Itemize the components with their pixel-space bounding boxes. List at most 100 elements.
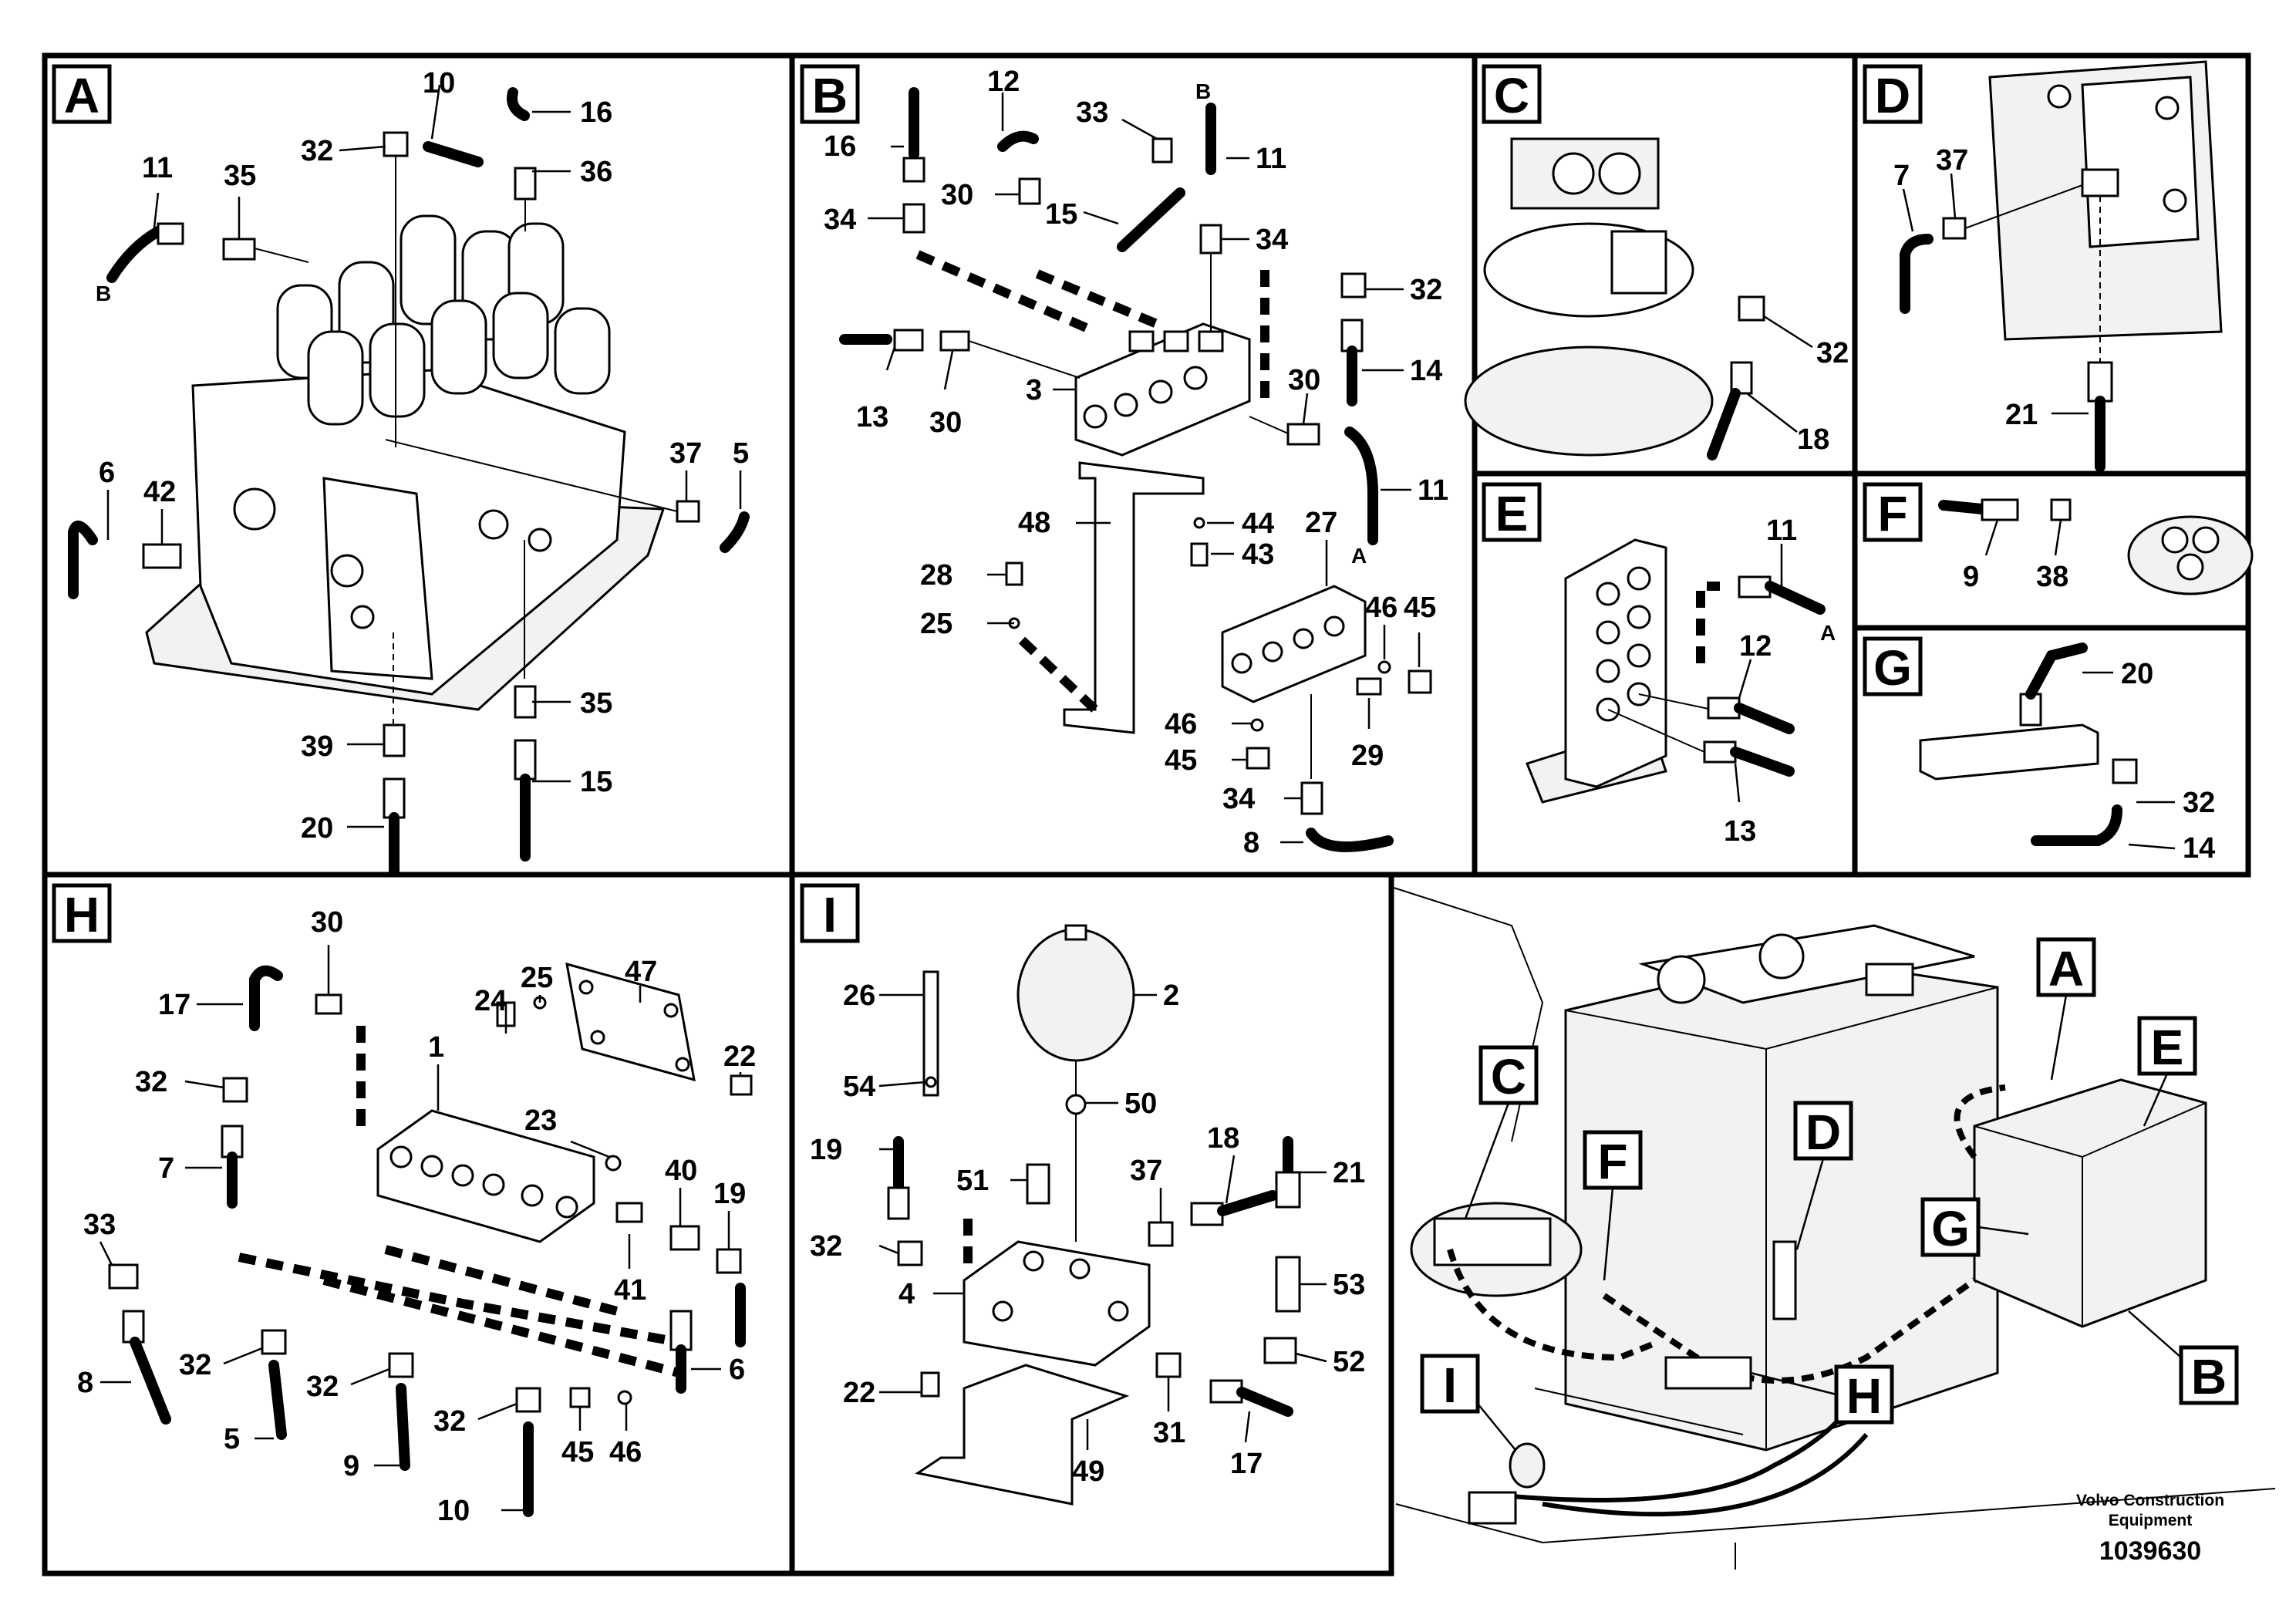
label-i-50: 50 <box>1124 1088 1157 1120</box>
panel-a-letter-box <box>52 64 112 124</box>
manifold-1 <box>376 1109 595 1243</box>
label-a-36: 36 <box>580 156 612 188</box>
hose-16 <box>507 87 530 121</box>
label-f-38: 38 <box>2036 561 2068 593</box>
label-b-34-right: 34 <box>1256 224 1288 256</box>
callout-h: H <box>1846 1368 1882 1424</box>
hose-5-h <box>268 1360 287 1440</box>
panel-d-letter-box <box>1863 64 1923 124</box>
label-h-9: 9 <box>343 1450 359 1482</box>
route-11-e-dashed <box>1696 582 1720 663</box>
label-b-33: 33 <box>1076 96 1108 129</box>
route-h-dashed-1 <box>238 1253 680 1347</box>
label-i-2: 2 <box>1163 980 1179 1012</box>
washer-46-right <box>1377 660 1391 674</box>
label-e-a: A <box>1820 621 1836 645</box>
label-h-33: 33 <box>83 1209 116 1241</box>
label-b-14: 14 <box>1410 355 1442 387</box>
label-h-22: 22 <box>723 1040 756 1073</box>
label-a-11: 11 <box>142 152 173 184</box>
label-b-11-out: 11 <box>1418 474 1448 507</box>
adapter-34-b-top <box>902 203 925 234</box>
label-h-24: 24 <box>474 985 507 1017</box>
swing-gear <box>1464 346 1714 457</box>
fitting-21 <box>2087 361 2113 403</box>
label-a-39: 39 <box>301 730 333 763</box>
plug-45-bottom <box>1246 747 1270 770</box>
label-b-32: 32 <box>1410 274 1442 306</box>
panel-a-letter: A <box>64 68 99 123</box>
label-b-45-bottom: 45 <box>1165 744 1197 777</box>
adapter-35-bottom <box>514 685 537 719</box>
panel-e-letter-box <box>1482 482 1542 542</box>
label-i-22: 22 <box>843 1377 875 1409</box>
elbow-19-h <box>716 1248 742 1274</box>
label-b-30-left: 30 <box>929 406 962 439</box>
callout-h-box <box>1834 1364 1894 1425</box>
bolt-22-i <box>920 1371 940 1398</box>
label-a-15: 15 <box>580 766 612 798</box>
route-16-dashed <box>915 250 1097 336</box>
solenoid-coils <box>276 214 611 426</box>
label-b-44: 44 <box>1242 508 1274 540</box>
panel-f: F 9 38 <box>1863 482 2254 595</box>
panel-h-letter-box <box>52 883 112 943</box>
label-d-7: 7 <box>1893 160 1910 192</box>
panel-i-letter-box <box>800 883 860 943</box>
cover-plate-47 <box>565 962 696 1082</box>
label-h-7: 7 <box>158 1152 174 1185</box>
label-g-14: 14 <box>2183 832 2215 865</box>
adapter-34-b-bottom <box>1300 781 1323 815</box>
fitting-19-i <box>887 1186 910 1220</box>
hose-12-b <box>997 130 1039 152</box>
label-d-37: 37 <box>1936 144 1968 177</box>
label-a-35-bottom: 35 <box>580 687 612 720</box>
hose-10 <box>423 141 484 167</box>
elbow-32-h-10 <box>515 1387 541 1413</box>
bracket-49 <box>915 1364 1130 1506</box>
washer-46-bottom <box>1250 718 1264 732</box>
label-h-32-9: 32 <box>306 1371 339 1403</box>
panel-i: I <box>800 883 1365 1506</box>
label-c-32: 32 <box>1816 337 1849 369</box>
label-b-30-right: 30 <box>1288 364 1320 396</box>
label-h-41: 41 <box>614 1274 646 1307</box>
bolt-22-h <box>730 1074 753 1096</box>
panel-d: D 7 37 21 <box>1863 60 2223 472</box>
label-b-34-bottom: 34 <box>1222 783 1255 815</box>
label-b-11: 11 <box>1256 143 1286 175</box>
manifold-27-ports <box>1231 615 1345 674</box>
callout-d: D <box>1805 1104 1841 1160</box>
hose-15-b <box>1117 187 1185 252</box>
hose-13-e <box>1730 747 1795 777</box>
panel-i-border <box>789 872 1394 1576</box>
fitting-15 <box>514 739 537 781</box>
label-i-52: 52 <box>1333 1346 1365 1378</box>
block-d-overview <box>1772 1240 1797 1320</box>
hose-17-i <box>1236 1387 1293 1417</box>
panel-e: E 11 A 12 13 <box>1482 482 1836 848</box>
adapter-30-b <box>1018 177 1041 205</box>
label-i-37: 37 <box>1130 1155 1162 1187</box>
adapter-37 <box>676 500 700 523</box>
elbow-33 <box>1151 137 1173 164</box>
label-a-20: 20 <box>301 812 333 845</box>
callout-f: F <box>1597 1134 1627 1189</box>
panel-h-leaders <box>99 945 742 1512</box>
o-ring-50 <box>1065 1094 1087 1115</box>
label-b-25: 25 <box>920 608 952 640</box>
panel-a-leaders <box>106 84 742 828</box>
label-a-5: 5 <box>733 437 749 470</box>
hose-11-e <box>1765 581 1826 615</box>
label-h-1: 1 <box>428 1031 444 1064</box>
hose-17-h <box>249 965 283 1031</box>
panel-h: H <box>52 883 756 1527</box>
overview-hose-route-3 <box>1954 1084 2006 1159</box>
panel-c-letter: C <box>1494 68 1529 123</box>
label-b-28: 28 <box>920 559 952 592</box>
label-g-32: 32 <box>2183 787 2215 819</box>
elbow-33-h <box>108 1263 139 1290</box>
route-30-dashed <box>1035 269 1159 329</box>
tank-sensor <box>1865 963 1914 996</box>
adapter-41 <box>615 1202 643 1223</box>
